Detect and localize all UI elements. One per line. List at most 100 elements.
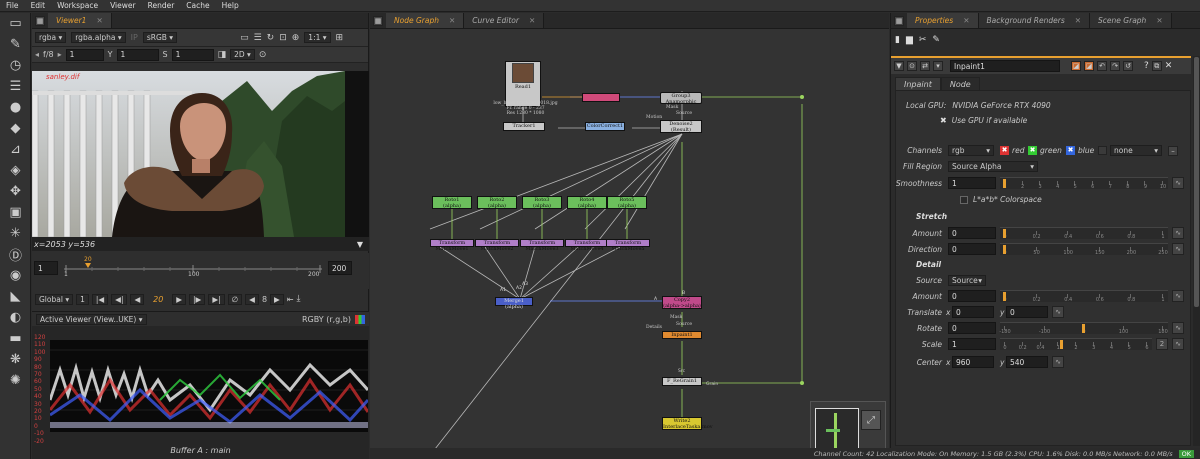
playback-mode-icon[interactable]: ⇤ bbox=[286, 294, 294, 304]
gamma-field[interactable]: 1 bbox=[116, 48, 159, 61]
smoothness-field[interactable]: 1 bbox=[948, 177, 996, 189]
extra-channel-dropdown[interactable]: none▾ bbox=[1110, 145, 1162, 156]
zoom-dropdown[interactable]: 1:1 ▾ bbox=[304, 32, 331, 43]
wipe-icon[interactable]: ⊕ bbox=[291, 32, 300, 43]
close-icon[interactable]: ✕ bbox=[963, 16, 970, 25]
colorspace-dropdown[interactable]: sRGB ▾ bbox=[142, 32, 178, 43]
redo-icon[interactable]: ↷ bbox=[1110, 61, 1120, 71]
flipbook-icon[interactable]: ⤓ bbox=[296, 294, 301, 304]
keyer-tools-icon[interactable]: ⊿ bbox=[10, 142, 21, 157]
timeline-out-field[interactable]: 200 bbox=[328, 261, 352, 275]
roto-node-5[interactable]: Roto5(alpha) bbox=[607, 196, 647, 209]
properties-panel-menu-icon[interactable]: ▦ bbox=[894, 16, 904, 26]
node-menu-icon[interactable]: ▾ bbox=[933, 61, 943, 71]
center-curve-icon[interactable]: ∿ bbox=[1052, 356, 1064, 368]
ip-button[interactable]: IP bbox=[130, 33, 138, 42]
loop-button[interactable]: ∅ bbox=[227, 293, 243, 305]
goto-end-button[interactable]: ▶| bbox=[208, 293, 225, 305]
transform-node-2[interactable]: Transform MatchMove2 bbox=[475, 239, 519, 252]
frame-back-button[interactable]: ◀ bbox=[245, 293, 259, 305]
slider-handle[interactable] bbox=[1003, 229, 1006, 238]
close-properties-icon[interactable]: ✕ bbox=[1164, 61, 1173, 71]
menu-render[interactable]: Render bbox=[147, 1, 175, 10]
refresh-icon[interactable]: ↻ bbox=[266, 32, 275, 43]
rotate-curve-icon[interactable]: ∿ bbox=[1172, 322, 1184, 334]
rotate-slider[interactable]: -180-1000100180 bbox=[999, 322, 1168, 335]
view-mode-dropdown[interactable]: 2D ▾ bbox=[230, 49, 255, 60]
help-icon[interactable]: ? bbox=[1144, 61, 1149, 71]
tracker-node[interactable]: Tracker1 bbox=[503, 122, 545, 131]
viewer-image-area[interactable]: sanley.dif x=2053 y=536 ▼ bbox=[32, 71, 369, 251]
properties-scrollbar[interactable] bbox=[1193, 56, 1200, 446]
roto-node-2[interactable]: Roto2(alpha) bbox=[477, 196, 517, 209]
tab-scene-graph[interactable]: Scene Graph✕ bbox=[1090, 13, 1172, 28]
stop-right-icon[interactable]: ▸ bbox=[57, 50, 62, 59]
node-graph-canvas[interactable]: Read1 low_head_tracking.0018.jpg Fr. ran… bbox=[370, 29, 889, 459]
merge-node[interactable]: Merge1 (alpha) bbox=[495, 297, 533, 310]
detail-amount-slider[interactable]: 00.20.40.60.81 bbox=[1000, 290, 1168, 303]
slider-handle[interactable] bbox=[1059, 340, 1063, 349]
menu-viewer[interactable]: Viewer bbox=[110, 1, 136, 10]
mask-icon[interactable]: ◨ bbox=[217, 49, 227, 60]
transform-tools-icon[interactable]: ✥ bbox=[10, 184, 21, 199]
menu-file[interactable]: File bbox=[6, 1, 19, 10]
scale-split-button[interactable]: 2 bbox=[1156, 338, 1168, 350]
lab-checkbox[interactable] bbox=[960, 195, 968, 204]
translate-curve-icon[interactable]: ∿ bbox=[1052, 306, 1064, 318]
other-tools-icon[interactable]: ▬ bbox=[9, 331, 22, 346]
navigator-fit-icon[interactable]: ⤢ bbox=[861, 410, 881, 430]
pin-icon[interactable]: ✎ bbox=[932, 35, 940, 45]
undo-icon[interactable]: ↶ bbox=[1097, 61, 1107, 71]
red-checkbox[interactable]: ✖ bbox=[1000, 146, 1009, 155]
close-icon[interactable]: ✕ bbox=[1156, 16, 1163, 25]
subtab-node[interactable]: Node bbox=[940, 77, 980, 90]
source-dropdown[interactable]: Source▾ bbox=[948, 275, 986, 286]
frame-increment[interactable]: 8 bbox=[261, 294, 268, 304]
timeclip-node[interactable] bbox=[582, 93, 620, 102]
tab-node-graph[interactable]: Node Graph✕ bbox=[386, 13, 465, 28]
fstop-value[interactable]: f/8 bbox=[43, 50, 54, 59]
detail-amount-curve-icon[interactable]: ∿ bbox=[1172, 290, 1184, 302]
stop-left-icon[interactable]: ◂ bbox=[35, 50, 40, 59]
graph-panel-menu-icon[interactable]: ▦ bbox=[373, 16, 383, 26]
copy-node[interactable]: Copy2(alpha->alpha) bbox=[662, 296, 702, 309]
detail-amount-field[interactable]: 0 bbox=[948, 290, 996, 302]
viewer-settings-icon[interactable]: ⊞ bbox=[335, 32, 344, 43]
subtab-inpaint[interactable]: Inpaint bbox=[895, 77, 941, 90]
node-color-icon[interactable]: ◪ bbox=[1071, 61, 1081, 71]
channels-dropdown[interactable]: rgba ▾ bbox=[35, 32, 67, 43]
tab-properties[interactable]: Properties✕ bbox=[907, 13, 979, 28]
menu-cache[interactable]: Cache bbox=[186, 1, 210, 10]
menu-help[interactable]: Help bbox=[221, 1, 239, 10]
gain-field[interactable]: 1 bbox=[65, 48, 104, 61]
frame-forward-button[interactable]: ▶ bbox=[270, 293, 284, 305]
slider-handle[interactable] bbox=[1003, 179, 1006, 188]
colorcorrect-node[interactable]: ColorCorrect1 bbox=[585, 122, 625, 131]
menu-workspace[interactable]: Workspace bbox=[57, 1, 99, 10]
pause-icon[interactable]: ⊡ bbox=[279, 32, 287, 43]
channel-minus-icon[interactable]: – bbox=[1168, 146, 1178, 156]
translate-y-field[interactable]: 0 bbox=[1006, 306, 1048, 318]
tab-curve-editor[interactable]: Curve Editor✕ bbox=[464, 13, 545, 28]
close-icon[interactable]: ✕ bbox=[448, 16, 456, 25]
roto-node-1[interactable]: Roto1(alpha) bbox=[432, 196, 472, 209]
denoise-node[interactable]: Denoise2 (Result) bbox=[660, 120, 702, 133]
center-y-field[interactable]: 540 bbox=[1006, 356, 1048, 368]
float-panels-icon[interactable]: ✂ bbox=[918, 35, 927, 45]
panel-menu-icon[interactable]: ▦ bbox=[35, 16, 45, 26]
scrollbar-thumb[interactable] bbox=[1194, 57, 1199, 307]
merge-tools-icon[interactable]: ◈ bbox=[10, 163, 21, 178]
toolsets-icon[interactable]: ◐ bbox=[9, 310, 22, 325]
close-icon[interactable]: ✕ bbox=[96, 16, 103, 25]
menu-edit[interactable]: Edit bbox=[30, 1, 46, 10]
direction-curve-icon[interactable]: ∿ bbox=[1172, 243, 1184, 255]
tab-background-renders[interactable]: Background Renders✕ bbox=[978, 13, 1091, 28]
blue-checkbox[interactable]: ✖ bbox=[1066, 146, 1075, 155]
green-checkbox[interactable]: ✖ bbox=[1028, 146, 1037, 155]
close-icon[interactable]: ✕ bbox=[528, 16, 536, 25]
float-icon[interactable]: ⧉ bbox=[1151, 61, 1162, 71]
deep-tools-icon[interactable]: Ⓓ bbox=[8, 249, 22, 264]
